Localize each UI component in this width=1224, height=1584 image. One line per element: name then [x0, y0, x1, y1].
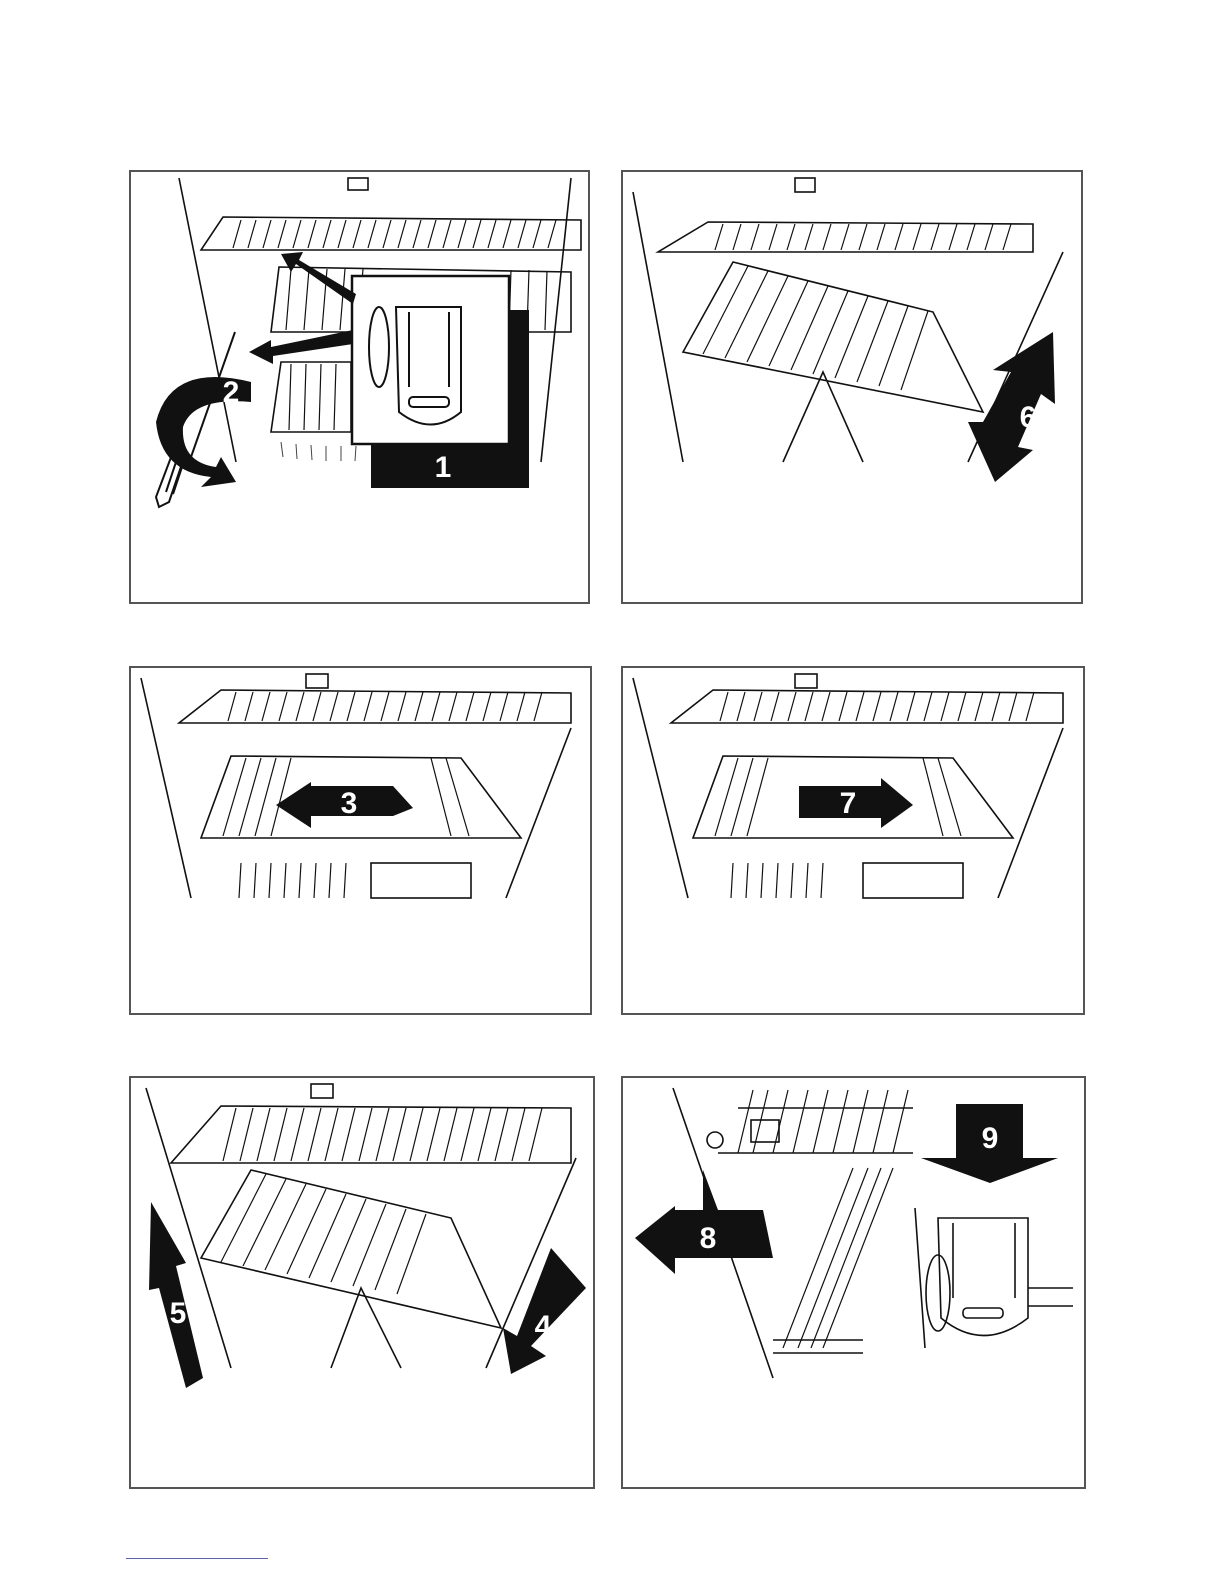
instruction-panel-1: 1 2 — [129, 170, 590, 604]
shelf-illustration-3: 3 — [131, 668, 592, 1015]
step-number-9: 9 — [982, 1122, 999, 1155]
step-number-6: 6 — [1020, 401, 1037, 434]
footer-rule — [126, 1558, 268, 1559]
step-number-8: 8 — [700, 1222, 717, 1255]
step-number-7: 7 — [840, 787, 857, 820]
instruction-panel-6: 8 9 — [621, 1076, 1086, 1489]
instruction-panel-3: 3 — [129, 666, 592, 1015]
instruction-panel-2: 6 — [621, 170, 1083, 604]
step-number-5: 5 — [170, 1297, 187, 1330]
step-number-4: 4 — [535, 1310, 552, 1343]
shelf-illustration-2: 6 — [623, 172, 1083, 604]
step-number-1: 1 — [435, 451, 452, 484]
shelf-illustration-1: 1 2 — [131, 172, 590, 604]
step-number-2: 2 — [223, 376, 240, 409]
instruction-panel-4: 7 — [621, 666, 1085, 1015]
shelf-illustration-5: 5 4 — [131, 1078, 595, 1489]
step-number-3: 3 — [341, 787, 358, 820]
instruction-panel-5: 5 4 — [129, 1076, 595, 1489]
shelf-illustration-4: 7 — [623, 668, 1085, 1015]
shelf-illustration-6: 8 9 — [623, 1078, 1086, 1489]
